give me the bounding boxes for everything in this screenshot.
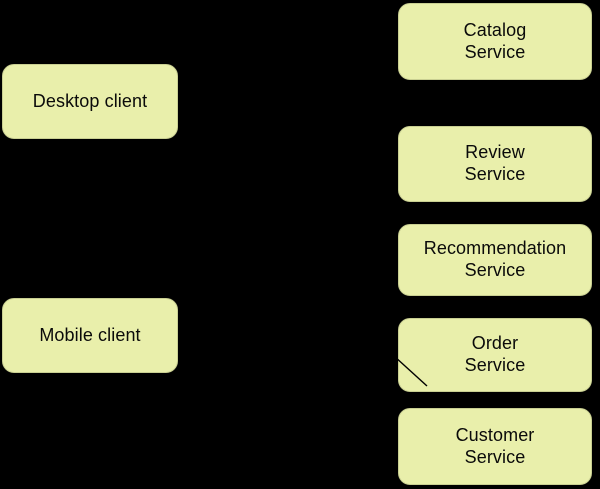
node-recommendation-service[interactable]: Recommendation Service	[398, 224, 592, 296]
node-label-review-service: Review Service	[464, 142, 526, 184]
node-review-service[interactable]: Review Service	[398, 126, 592, 202]
node-mobile-client[interactable]: Mobile client	[2, 298, 178, 373]
node-customer-service[interactable]: Customer Service	[398, 408, 592, 485]
node-label-customer-service: Customer Service	[455, 424, 535, 467]
node-label-mobile-client: Mobile client	[39, 324, 141, 345]
node-order-service[interactable]: Order Service	[398, 318, 592, 392]
node-label-recommendation-service: Recommendation Service	[423, 238, 567, 280]
node-label-desktop-client: Desktop client	[32, 90, 148, 111]
node-catalog-service[interactable]: Catalog Service	[398, 3, 592, 80]
node-label-catalog-service: Catalog Service	[463, 19, 527, 62]
node-label-order-service: Order Service	[464, 333, 526, 375]
node-desktop-client[interactable]: Desktop client	[2, 64, 178, 139]
